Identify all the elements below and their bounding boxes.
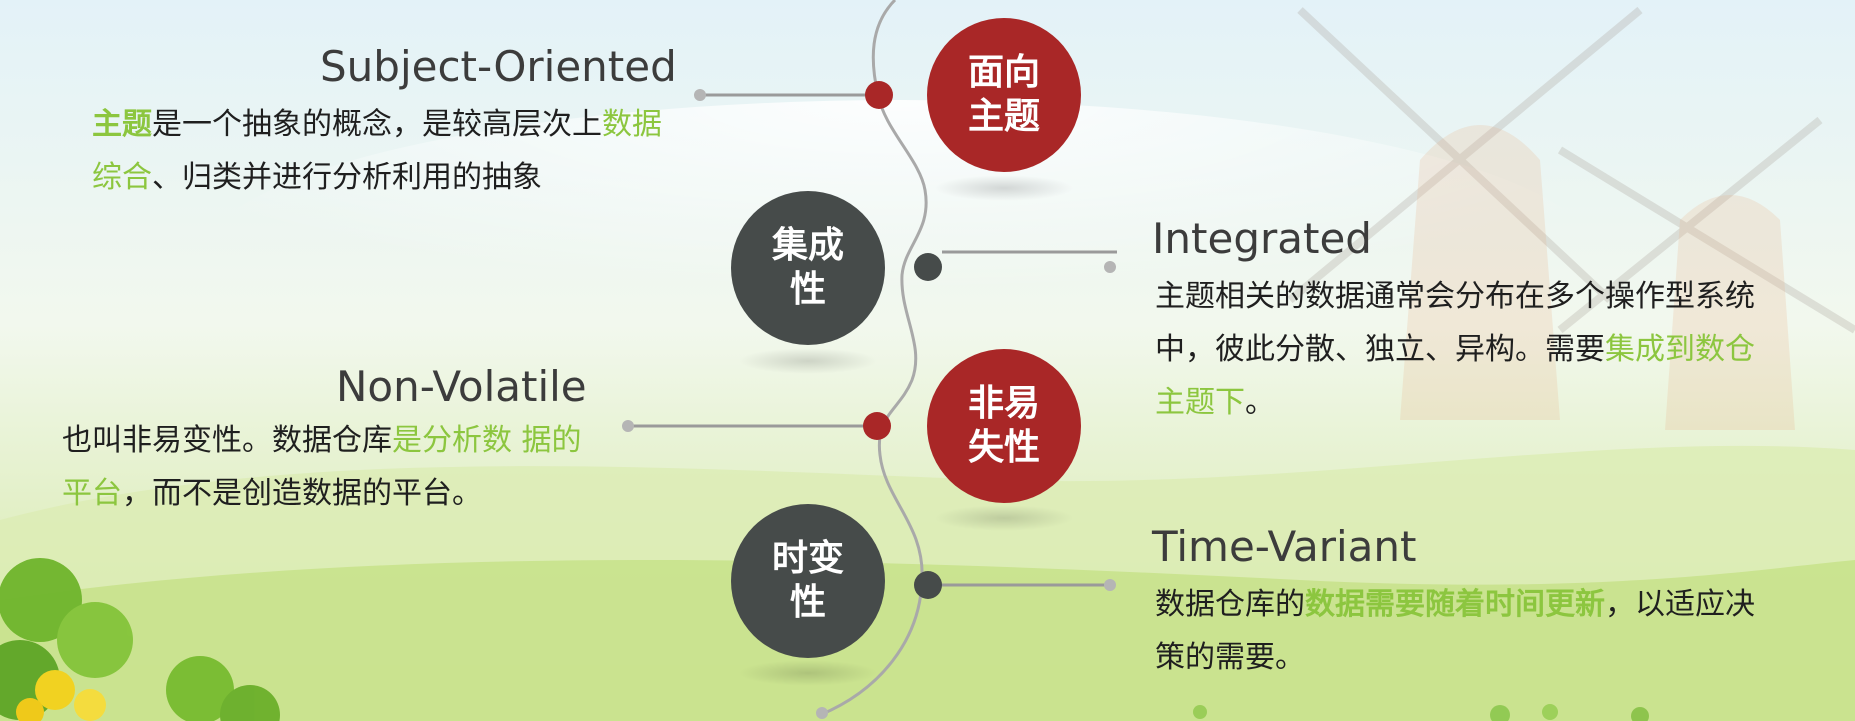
windmill-tower <box>1400 125 1795 430</box>
heading-non-volatile: Non-Volatile <box>336 362 587 411</box>
leader-end-dot <box>1104 261 1116 273</box>
timeline-dot-red <box>865 81 893 109</box>
desc-segment: 主题 <box>92 107 152 142</box>
heading-integrated: Integrated <box>1152 214 1372 263</box>
heading-time-variant: Time-Variant <box>1152 522 1417 571</box>
desc-integrated: 主题相关的数据通常会分布在多个操作型系统中，彼此分散、独立、异构。需要集成到数仓… <box>1155 270 1755 429</box>
sky-cloud <box>200 100 1600 420</box>
circle-shadow <box>934 505 1074 531</box>
desc-segment: ，以适应决策的需要。 <box>1155 587 1755 675</box>
desc-subject-oriented: 主题是一个抽象的概念，是较高层次上数据综合、归类并进行分析利用的抽象 <box>92 98 672 204</box>
circle-shadow <box>738 348 878 374</box>
desc-segment: 。 <box>1245 385 1275 420</box>
circle-time-variant: 时变性 <box>731 504 885 658</box>
hill-front <box>0 560 1855 721</box>
grass-decoration <box>1193 704 1649 721</box>
desc-segment: 是分析数 据的平台 <box>62 423 582 511</box>
desc-non-volatile: 也叫非易变性。数据仓库是分析数 据的平台，而不是创造数据的平台。 <box>62 414 582 520</box>
desc-time-variant: 数据仓库的数据需要随着时间更新，以适应决策的需要。 <box>1155 578 1755 684</box>
timeline-dot-dark <box>914 253 942 281</box>
leader-end-dot <box>1104 579 1116 591</box>
circle-integrated: 集成性 <box>731 191 885 345</box>
timeline-end-dot <box>816 707 828 719</box>
circle-shadow <box>738 660 878 686</box>
timeline-dot-dark <box>914 571 942 599</box>
desc-segment: 数据需要随着时间更新 <box>1305 587 1605 622</box>
windmill-graphic <box>1287 6 1855 334</box>
desc-segment: 、归类并进行分析利用的抽象 <box>152 160 542 195</box>
desc-segment: 数据综合 <box>92 107 662 195</box>
leader-end-dot <box>622 420 634 432</box>
desc-segment: 也叫非易变性。数据仓库 <box>62 423 392 458</box>
desc-segment: 主题相关的数据通常会分布在多个操作型系统中，彼此分散、独立、异构。需要 <box>1155 279 1755 367</box>
clover-decoration <box>0 558 280 721</box>
timeline-dot-red <box>863 412 891 440</box>
desc-segment: 是一个抽象的概念，是较高层次上 <box>152 107 602 142</box>
heading-subject-oriented: Subject-Oriented <box>320 42 677 91</box>
desc-segment: 数据仓库的 <box>1155 587 1305 622</box>
circle-shadow <box>934 175 1074 201</box>
desc-segment: 集成到数仓主题下 <box>1155 332 1755 420</box>
desc-segment: ，而不是创造数据的平台。 <box>122 476 482 511</box>
leader-end-dot <box>694 89 706 101</box>
circle-subject-oriented: 面向主题 <box>927 18 1081 172</box>
circle-non-volatile: 非易失性 <box>927 349 1081 503</box>
